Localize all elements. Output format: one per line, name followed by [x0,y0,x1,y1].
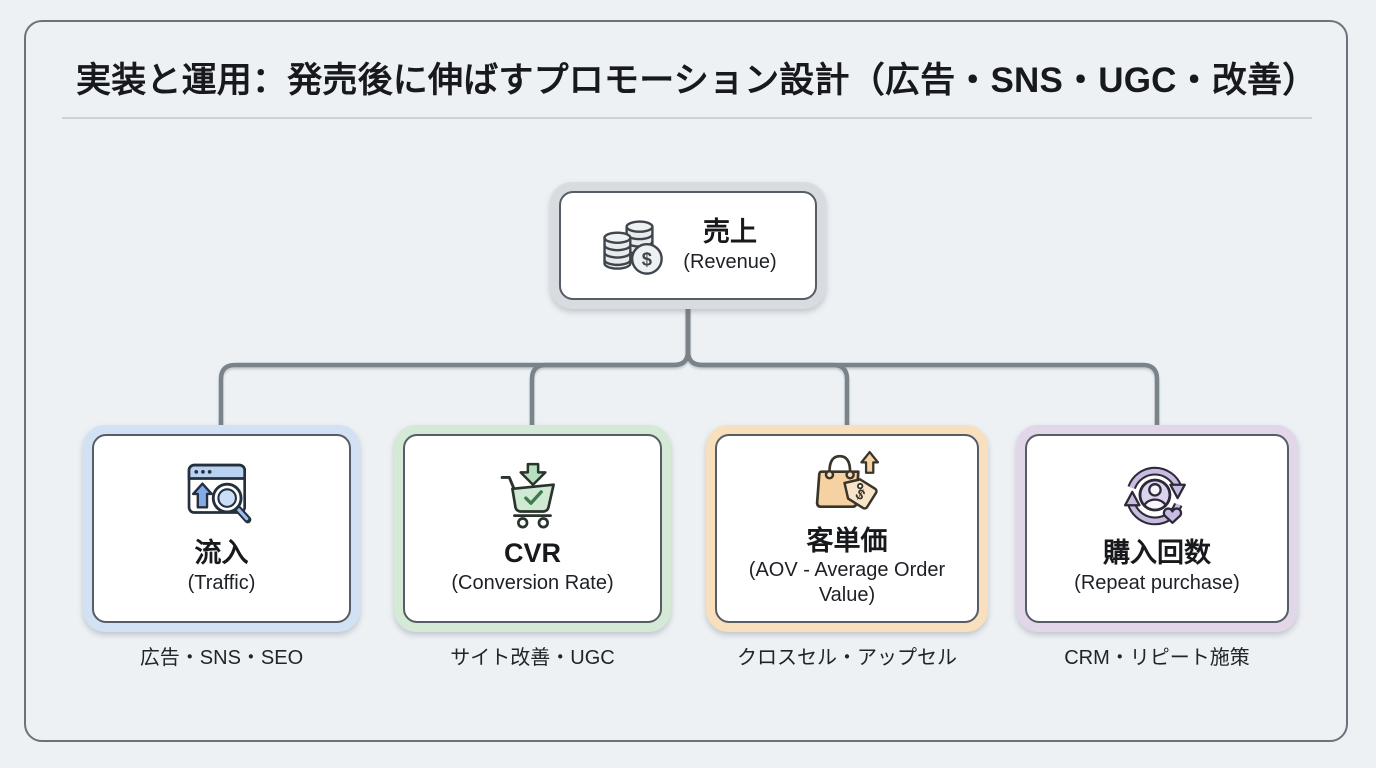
node-cvr-label: CVR [503,538,561,569]
node-traffic-ring: 流入 (Traffic) [83,425,360,632]
branch-aov [685,306,850,430]
coins-icon: $ [603,219,664,275]
node-revenue: $ 売上 (Revenue) [550,182,826,309]
node-repeat-label: 購入回数 [1103,538,1211,569]
node-traffic: 流入 (Traffic) [83,425,360,632]
svg-text:$: $ [642,248,652,269]
node-cvr-sublabel: (Conversion Rate) [451,571,614,594]
node-repeat: 購入回数 (Repeat purchase) [1016,425,1298,632]
node-revenue-ring: $ 売上 (Revenue) [550,182,826,309]
branch-repeat [685,306,1160,430]
node-cvr-ring: CVR (Conversion Rate) [394,425,671,632]
node-aov-ring: $ 客単価 (AOV - Average Order Value) [706,425,988,632]
node-repeat-ring: 購入回数 (Repeat purchase) [1016,425,1298,632]
caption-repeat: CRM・リピート施策 [1064,647,1250,669]
node-aov-sublabel: (AOV - Average Order Value) [748,559,946,607]
node-repeat-sublabel: (Repeat purchase) [1074,571,1240,594]
caption-traffic: 広告・SNS・SEO [139,647,304,669]
browser-search-icon [187,463,251,524]
node-revenue-label: 売上 [702,217,757,248]
bag-price-tag-icon: $ [815,450,880,510]
slide-title: 実装と運用：発売後に伸ばすプロモーション設計（広告・SNS・UGC・改善） [76,61,1318,100]
slide-frame: 実装と運用：発売後に伸ばすプロモーション設計（広告・SNS・UGC・改善） [24,20,1348,742]
branch-traffic [218,306,691,430]
person-cycle-heart-icon [1123,467,1186,526]
node-traffic-label: 流入 [194,538,249,569]
caption-cvr: サイト改善・UGC [450,647,615,669]
title-divider [62,117,1312,119]
node-cvr: CVR (Conversion Rate) [394,425,671,632]
cart-download-icon [500,462,555,529]
caption-aov: クロスセル・アップセル [737,647,957,669]
node-aov: $ 客単価 (AOV - Average Order Value) [706,425,988,632]
node-aov-label: 客単価 [806,525,888,556]
node-revenue-sublabel: (Revenue) [683,250,777,273]
branch-cvr [529,306,691,430]
node-traffic-sublabel: (Traffic) [187,571,256,594]
